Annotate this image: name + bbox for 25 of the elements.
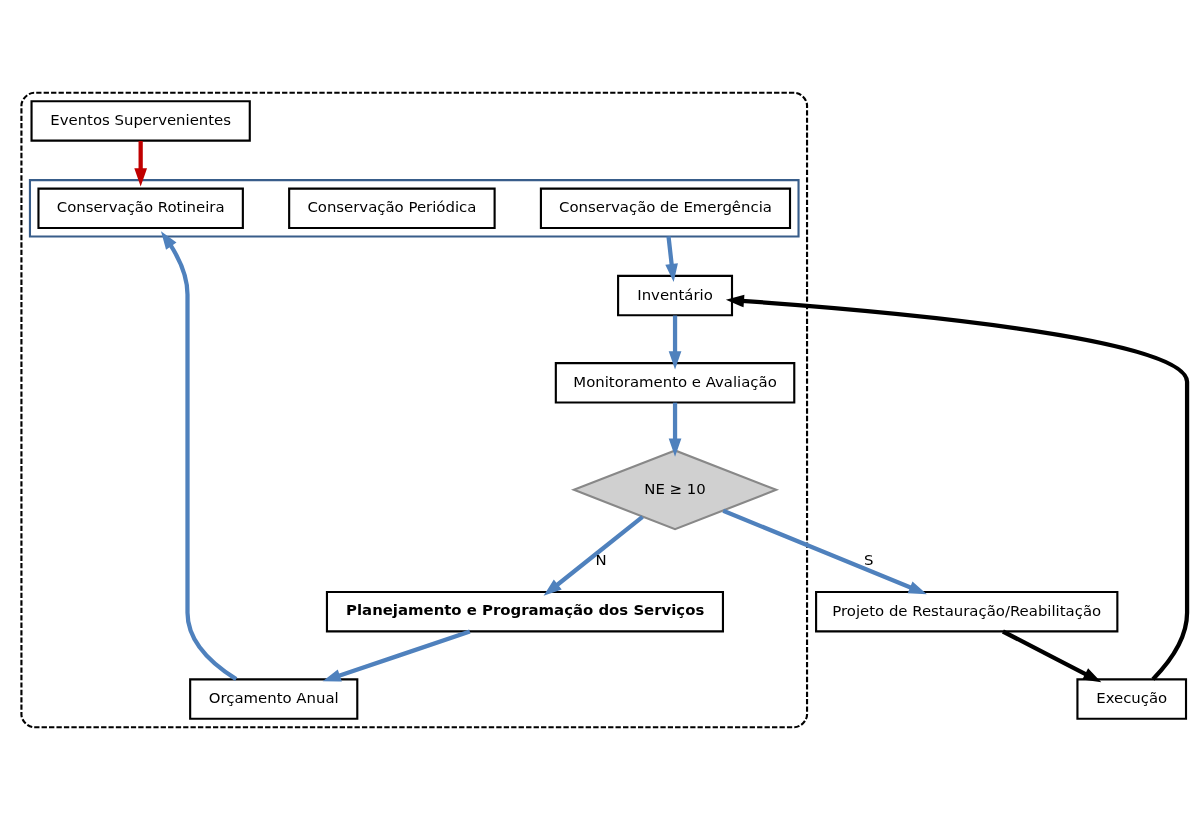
arrow <box>322 629 471 682</box>
arrow <box>543 515 644 596</box>
arrow <box>160 231 238 681</box>
arrow <box>668 402 682 457</box>
arrow <box>665 236 678 283</box>
node-box: Conservação de Emergência <box>539 187 792 230</box>
arrow <box>725 294 1190 681</box>
node-box: Execução <box>1076 678 1188 720</box>
node-box: Planejamento e Programação dos Serviços <box>325 590 724 633</box>
node-box: Monitoramento e Avaliação <box>554 362 796 404</box>
arrow <box>668 315 682 370</box>
arrow <box>722 508 927 595</box>
node-box: Conservação Periódica <box>288 187 496 230</box>
node-diamond: NE ≥ 10 <box>571 449 780 531</box>
edge-label: N <box>595 550 607 569</box>
arrow <box>1001 629 1102 683</box>
node-box: Inventário <box>617 274 734 317</box>
arrow <box>134 140 147 187</box>
edge-label: S <box>864 550 874 569</box>
cluster <box>28 179 800 238</box>
node-box: Projeto de Restauração/Reabilitação <box>815 590 1119 633</box>
cluster <box>20 91 809 729</box>
node-box: Eventos Supervenientes <box>30 100 251 142</box>
node-box: Orçamento Anual <box>189 678 359 720</box>
node-box: Conservação Rotineira <box>37 187 244 230</box>
